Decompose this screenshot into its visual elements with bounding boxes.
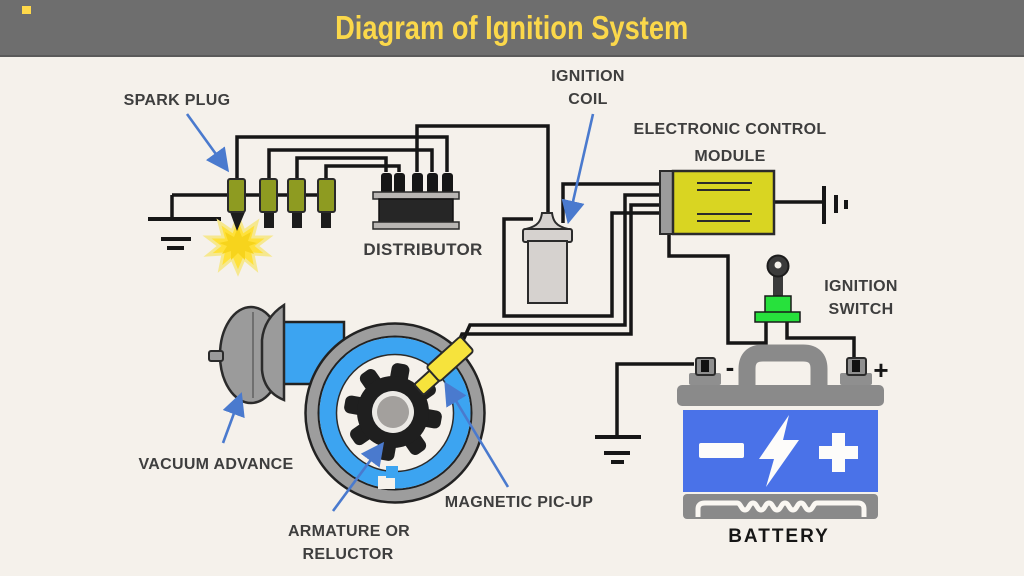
ignition-coil-component	[522, 212, 573, 304]
label-ignition-switch-2: SWITCH	[829, 301, 894, 318]
battery-base-wave	[695, 500, 867, 517]
label-ecm-2: MODULE	[694, 148, 765, 165]
labels: SPARK PLUG DISTRIBUTOR IGNITION COIL ELE…	[124, 68, 898, 563]
blue-ring-gap	[378, 476, 395, 489]
wire-ecm-to-switch	[667, 233, 768, 345]
arrow-magnetic-pickup	[444, 381, 510, 488]
label-vacuum-advance: VACUUM ADVANCE	[138, 456, 293, 473]
coil-body	[527, 240, 568, 304]
arrow-ignition-coil	[561, 113, 595, 225]
wire-plug3-to-tower1	[295, 156, 388, 181]
spark-plug4	[317, 178, 336, 213]
spark-plugs	[227, 178, 336, 231]
reluctor-gear	[344, 363, 442, 461]
distributor-tower5	[442, 173, 453, 194]
negative-terminal-slot	[701, 360, 709, 372]
arrow-armature	[331, 441, 385, 512]
label-ignition-coil-2: COIL	[568, 91, 607, 108]
magnetic-pickup-component	[414, 336, 474, 396]
battery-bolt-icon	[759, 415, 799, 487]
spark-plug2-tip	[264, 212, 274, 228]
page-title: Diagram of Ignition System	[335, 8, 689, 46]
key-stem	[773, 272, 783, 298]
pointer-arrows	[185, 113, 595, 512]
arrow-vacuum-advance	[221, 392, 245, 444]
spark-plug2	[259, 178, 278, 213]
key-hole	[774, 261, 782, 269]
switch-flange	[754, 311, 801, 323]
spark-burst-icon	[202, 211, 274, 277]
battery-handle	[738, 344, 828, 387]
ecm-vents	[697, 182, 752, 222]
label-battery: BATTERY	[728, 526, 830, 547]
corner-mark	[22, 6, 31, 14]
wire-switch-to-positive-terminal	[785, 321, 856, 361]
battery-minus-symbol	[699, 443, 744, 458]
positive-terminal-slot	[852, 360, 860, 372]
vacuum-nipple	[208, 350, 224, 362]
wire-plug2-to-tower4	[267, 148, 434, 181]
label-armature-2: RELUCTOR	[303, 546, 394, 563]
arrow-spark-plug	[185, 113, 230, 173]
distributor-body	[378, 198, 454, 224]
wire-distributor-to-coil	[415, 124, 550, 213]
label-ecm-1: ELECTRONIC CONTROL	[634, 121, 827, 138]
terminal-positive-sign: +	[873, 355, 888, 385]
distributor-tower4	[427, 173, 438, 194]
wire-plug1-to-tower5	[235, 135, 449, 181]
ecm-body	[671, 169, 776, 236]
housing-outer-ring	[305, 323, 485, 503]
distributor-tower3	[412, 173, 423, 194]
gear-hub	[377, 396, 409, 428]
distributor-tower2	[394, 173, 405, 194]
battery-top-bar	[677, 385, 884, 406]
label-armature-1: ARMATURE OR	[288, 523, 410, 540]
housing-outer-outline	[304, 322, 486, 504]
spark-plug3-tip	[292, 212, 302, 228]
label-magnetic-pickup: MAGNETIC PIC-UP	[445, 494, 594, 511]
wire-plug4-to-tower2	[324, 164, 401, 181]
spark-plug4-tip	[321, 212, 331, 228]
coil-dome	[525, 212, 569, 230]
terminal-negative-sign: -	[726, 352, 735, 382]
label-ignition-coil-1: IGNITION	[551, 68, 625, 85]
label-ignition-switch-1: IGNITION	[824, 278, 898, 295]
distributor-top-plate	[372, 191, 460, 200]
header-bar: Diagram of Ignition System	[0, 0, 1024, 57]
ignition-switch-component	[754, 254, 801, 323]
label-spark-plug: SPARK PLUG	[124, 92, 231, 109]
battery-plus-v	[832, 433, 845, 472]
spark-plug3	[287, 178, 306, 213]
label-distributor: DISTRIBUTOR	[363, 240, 482, 259]
wire-coil-loop-to-ecm	[502, 211, 661, 318]
switch-block	[764, 295, 792, 314]
ecm-component	[659, 169, 776, 236]
pickup-upper-bar	[426, 336, 474, 382]
housing-inner-outline	[317, 335, 473, 491]
ecm-connector	[659, 170, 674, 235]
vacuum-advance-bell	[260, 302, 286, 402]
wire-battery-to-ground	[615, 362, 694, 436]
spark-plug1	[227, 178, 246, 213]
battery-component: - +	[677, 344, 889, 519]
distributor-bottom-plate	[372, 221, 460, 230]
distributor-cap	[372, 173, 460, 230]
wire-pickup1-to-ecm	[459, 193, 661, 346]
distributor-tower1	[381, 173, 392, 194]
blue-ring-step	[386, 466, 398, 478]
spark-plug1-tip	[230, 212, 245, 231]
